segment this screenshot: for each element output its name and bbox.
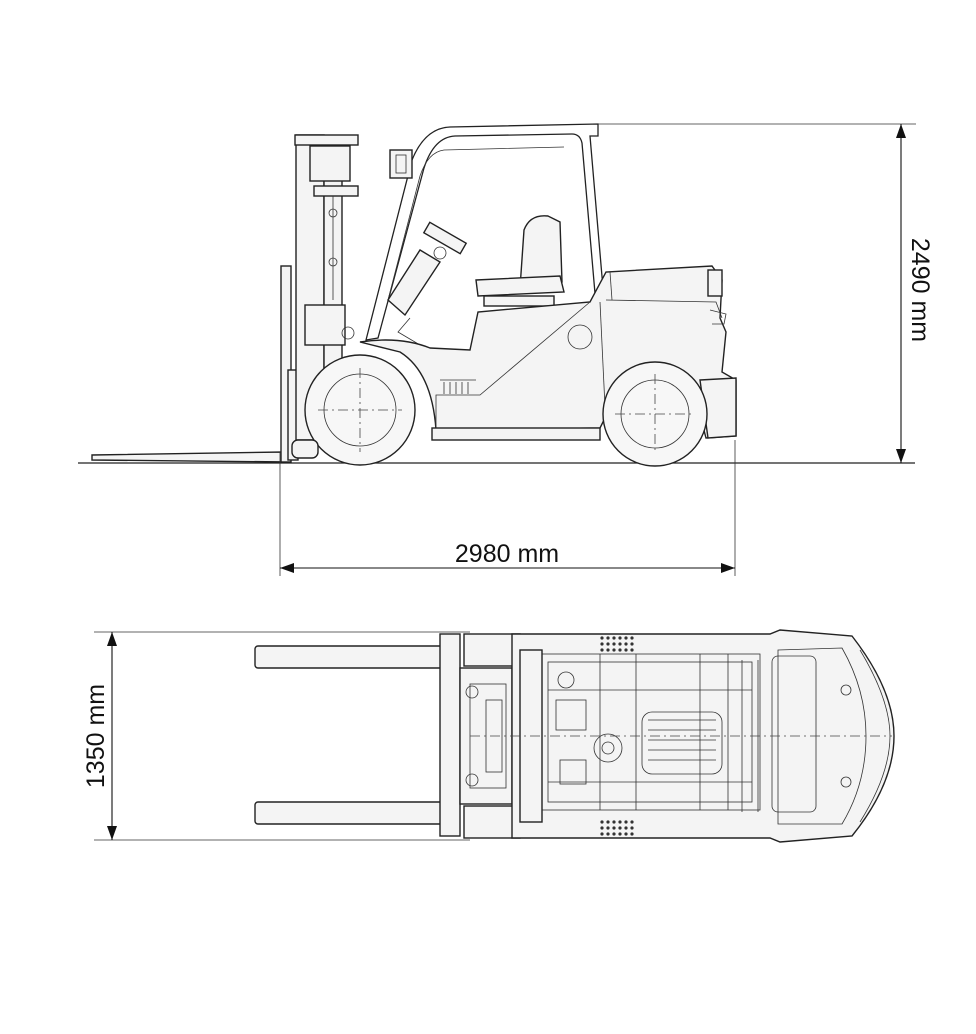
side-mast — [294, 134, 359, 441]
top-vent-grilles — [600, 636, 634, 836]
side-overhead-guard — [365, 123, 605, 341]
side-steering — [387, 221, 468, 346]
length-dimension: 2980 mm — [279, 440, 736, 576]
length-dimension-label: 2980 mm — [455, 540, 559, 568]
top-view — [254, 629, 895, 843]
side-fork — [91, 265, 299, 463]
width-dimension: 1350 mm — [82, 631, 470, 841]
top-forks — [254, 633, 461, 837]
side-seat — [475, 215, 565, 307]
side-front-wheel — [291, 354, 416, 466]
height-dimension-label: 2490 mm — [906, 238, 934, 342]
width-dimension-label: 1350 mm — [82, 684, 110, 788]
height-dimension: 2490 mm — [598, 123, 934, 463]
side-view — [78, 123, 915, 467]
side-rear-wheel — [602, 361, 708, 467]
top-mast — [459, 633, 521, 839]
